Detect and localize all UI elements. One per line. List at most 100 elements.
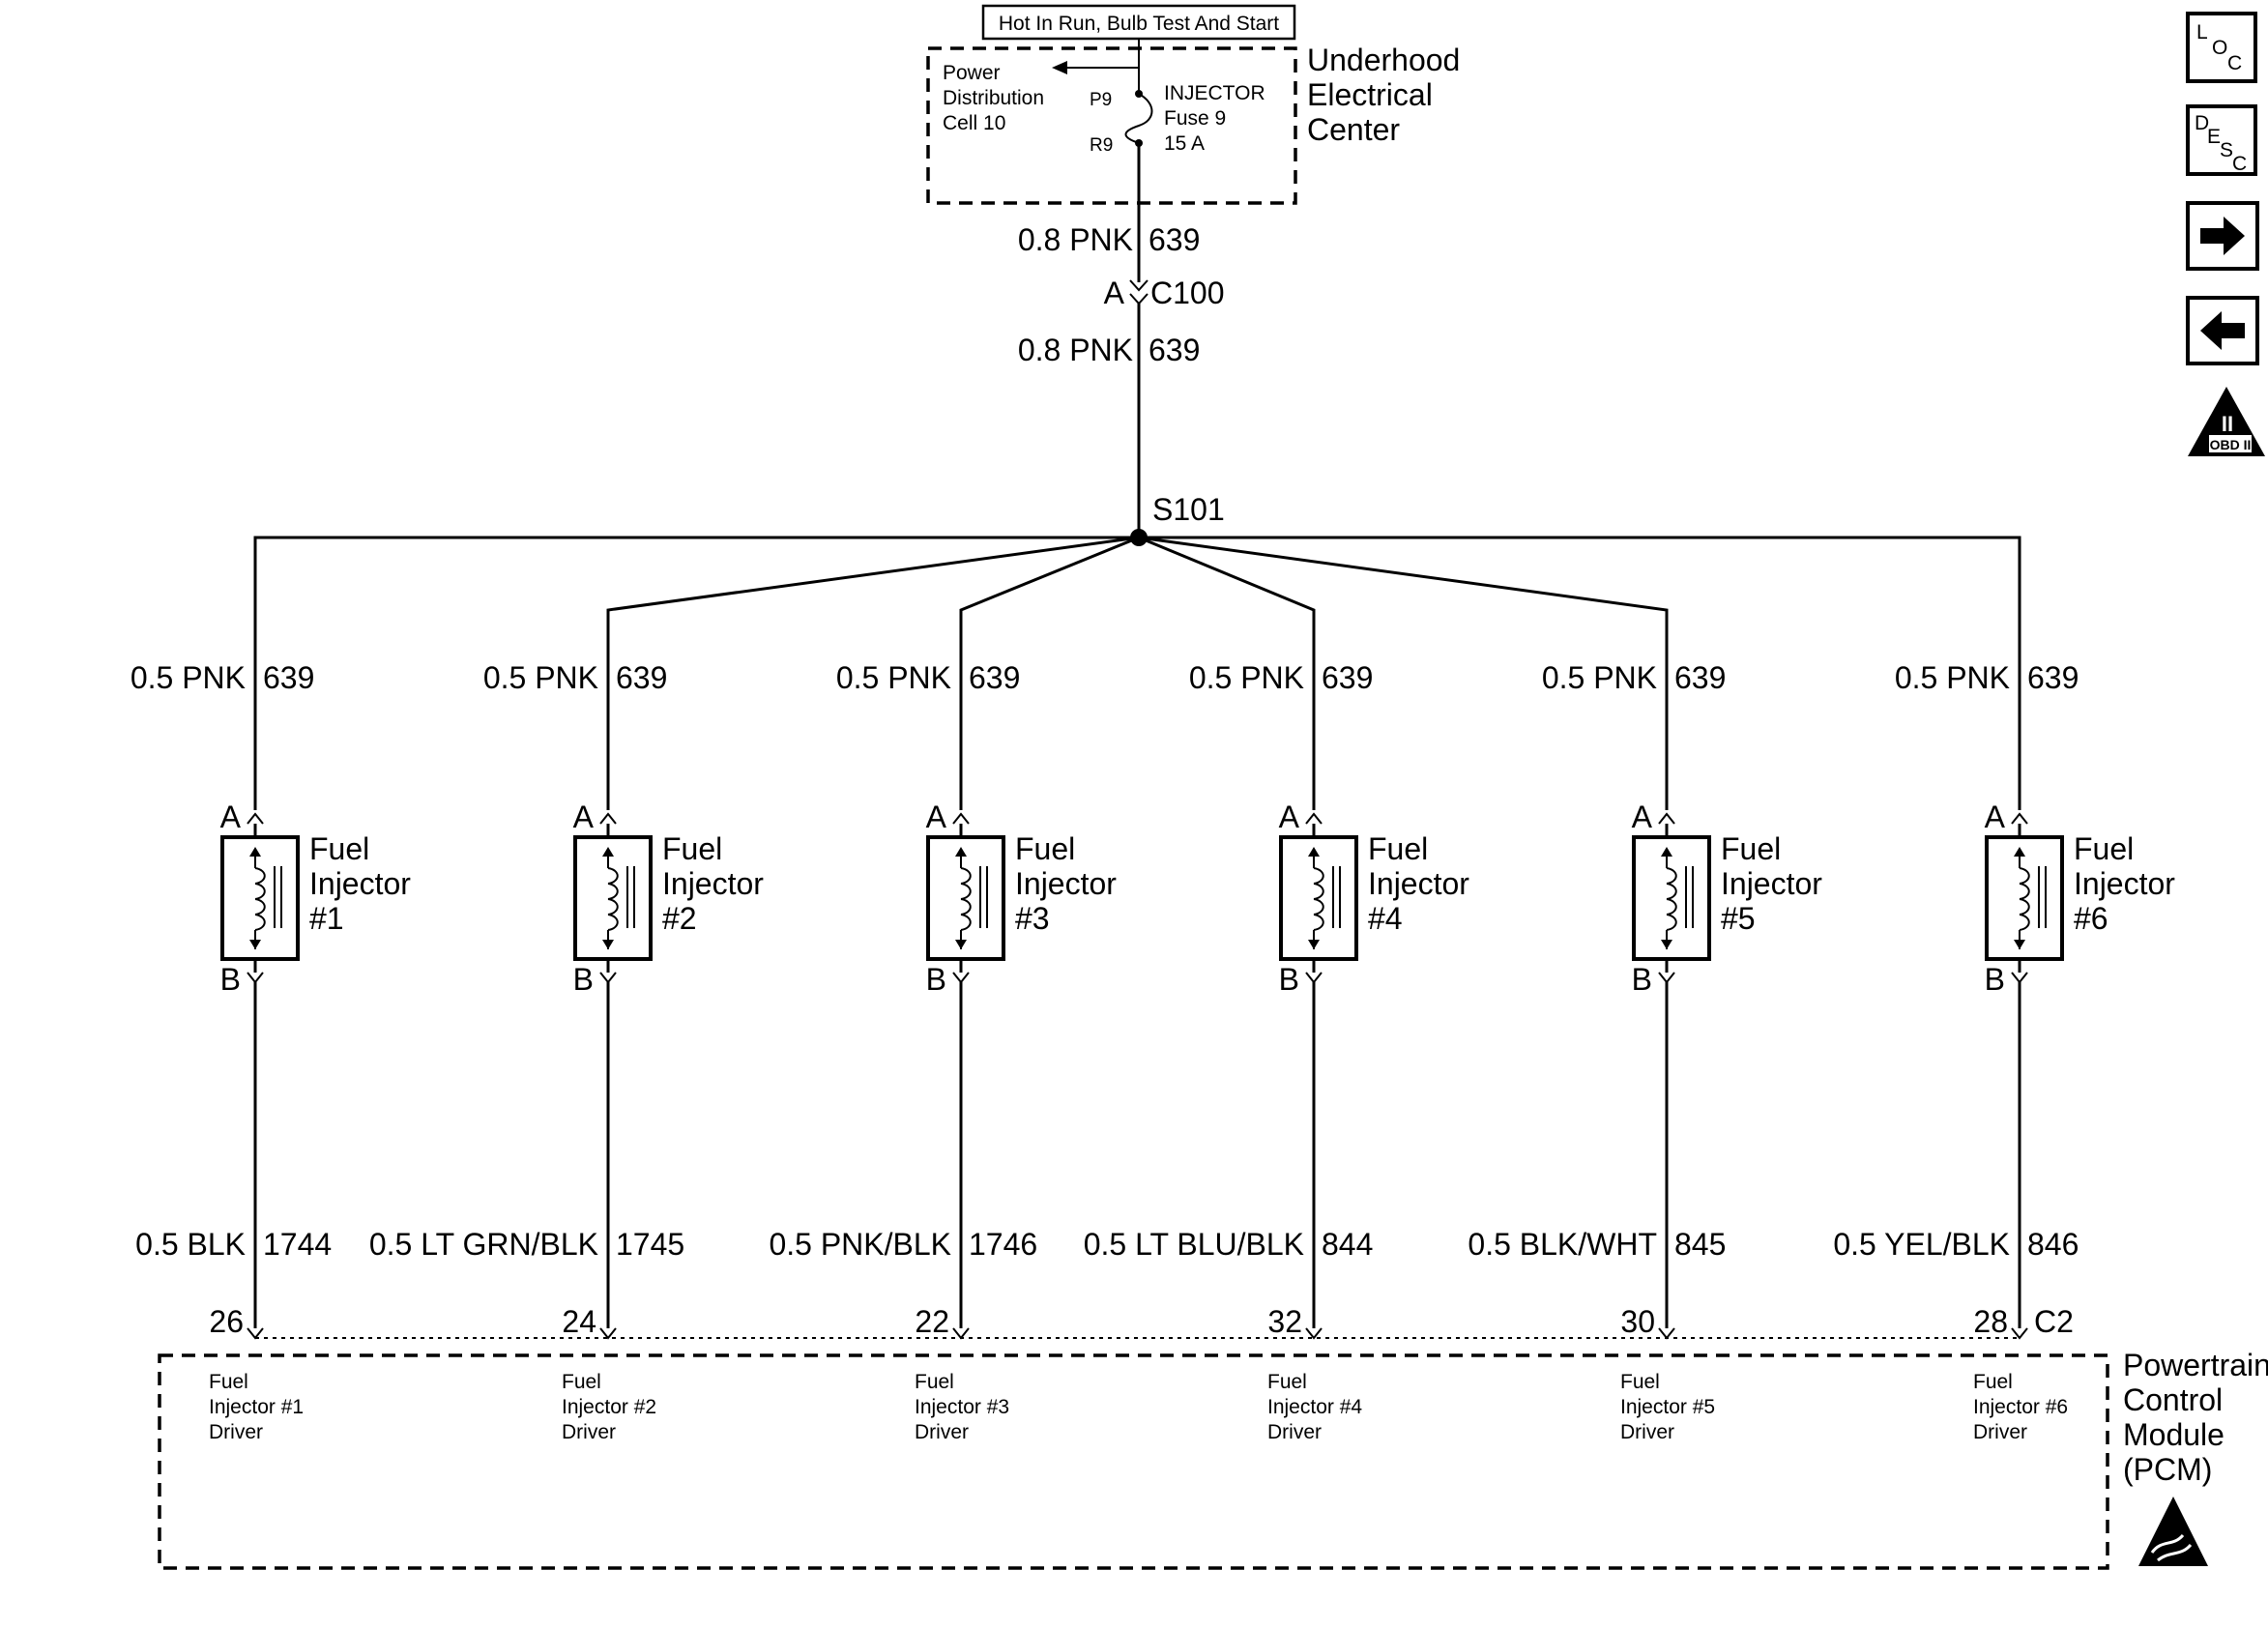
injector-2-title-line-2: Injector: [662, 866, 764, 901]
injector-2-title-line-1: Fuel: [662, 831, 722, 866]
injector-1-connector-a-icon: [247, 812, 264, 825]
description-button[interactable]: D E S C: [2186, 104, 2257, 176]
distribution-line-3: Cell 10: [943, 112, 1005, 134]
injector-6-supply-circuit: 639: [2027, 660, 2079, 695]
distribution-line-1: Power: [943, 62, 1001, 84]
underhood-title-line-3: Center: [1307, 112, 1400, 147]
injector-4-connector-b-icon: [1305, 972, 1323, 984]
description-letter-c: C: [2232, 153, 2247, 175]
injector-5-coil-icon: [1666, 849, 1677, 949]
c100-connector-label: C100: [1150, 276, 1225, 310]
feed-wire-upper-circuit: 639: [1149, 222, 1200, 257]
injector-1-core-icon: [274, 866, 282, 928]
injector-4-supply-circuit: 639: [1322, 660, 1373, 695]
injector-6-driver-line-2: Injector #6: [1973, 1396, 2068, 1418]
feed-wire-lower-circuit: 639: [1149, 333, 1200, 367]
injector-6-driver-circuit: 846: [2027, 1227, 2079, 1262]
feed-circuit: 0.8 PNK 639 A C100 0.8 PNK 639 S101: [1018, 143, 1225, 546]
obd-ii-button[interactable]: II OBD II: [2188, 387, 2265, 456]
injector-5-supply-circuit: 639: [1674, 660, 1726, 695]
injector-5-driver-line-1: Fuel: [1620, 1371, 1660, 1393]
injector-4-core-icon: [1332, 866, 1341, 928]
location-letter-l: L: [2196, 21, 2208, 44]
injector-2-pcm-connector-icon: [599, 1327, 617, 1340]
underhood-title-line-1: Underhood: [1307, 43, 1460, 77]
injector-1-supply-wire: [253, 536, 1139, 810]
injector-5-driver-circuit: 845: [1674, 1227, 1726, 1262]
fuse-icon: [1124, 39, 1153, 144]
injector-3-pcm-connector-icon: [952, 1327, 970, 1340]
injector-2-number: #2: [662, 901, 697, 936]
injector-4-supply-wire-color: 0.5 PNK: [1189, 660, 1304, 695]
injector-3-supply-wire-color: 0.5 PNK: [836, 660, 951, 695]
injector-6-title-line-2: Injector: [2074, 866, 2175, 901]
next-page-button[interactable]: [2186, 201, 2259, 271]
injector-6-driver-wire-color: 0.5 YEL/BLK: [1833, 1227, 2010, 1262]
splice-label: S101: [1152, 492, 1225, 527]
injector-4-title-line-2: Injector: [1368, 866, 1469, 901]
injector-3-number: #3: [1015, 901, 1050, 936]
injector-4-driver-wire-color: 0.5 LT BLU/BLK: [1084, 1227, 1304, 1262]
esd-warning-icon: [2138, 1497, 2208, 1566]
distribution-line-2: Distribution: [943, 87, 1044, 109]
pcm-box: [158, 1353, 2109, 1570]
location-letter-o: O: [2212, 37, 2227, 59]
obd-label: OBD II: [2210, 437, 2252, 452]
injector-1-pin-b: B: [220, 962, 241, 997]
power-source: Hot In Run, Bulb Test And Start Underhoo…: [926, 4, 1460, 205]
injector-5-supply-wire-color: 0.5 PNK: [1542, 660, 1657, 695]
injector-5-supply-wire: [1138, 536, 1669, 810]
description-letter-e: E: [2207, 126, 2221, 148]
injector-5-driver-line-3: Driver: [1620, 1421, 1674, 1443]
pcm-title-line-2: Control: [2123, 1382, 2223, 1417]
pcm-module: C2 Powertrain Control Module (PCM): [158, 1304, 2268, 1570]
injector-1-driver-line-3: Driver: [209, 1421, 263, 1443]
injector-1-driver-wire-color: 0.5 BLK: [135, 1227, 246, 1262]
injector-6-coil-icon: [2019, 849, 2030, 949]
injector-3-driver-circuit: 1746: [969, 1227, 1037, 1262]
injector-5-connector-b-icon: [1658, 972, 1675, 984]
injector-6-supply-wire: [1139, 536, 2021, 810]
injector-3-driver-line-1: Fuel: [915, 1371, 954, 1393]
injector-1-coil-icon: [254, 849, 266, 949]
injector-2-pcm-pin: 24: [562, 1304, 596, 1339]
injector-4-number: #4: [1368, 901, 1403, 936]
injector-3-connector-a-icon: [952, 812, 970, 825]
injector-6-driver-line-3: Driver: [1973, 1421, 2027, 1443]
injector-3-pcm-pin: 22: [915, 1304, 949, 1339]
injector-5-number: #5: [1721, 901, 1756, 936]
injector-2-driver-wire-color: 0.5 LT GRN/BLK: [369, 1227, 598, 1262]
injector-4-title-line-1: Fuel: [1368, 831, 1428, 866]
fuse-pin-p9: P9: [1090, 90, 1112, 110]
injector-3-coil-icon: [960, 849, 972, 949]
pcm-title-line-1: Powertrain: [2123, 1348, 2268, 1382]
pcm-title-line-3: Module: [2123, 1417, 2224, 1452]
injector-4-supply-wire: [1138, 536, 1316, 810]
description-letter-s: S: [2220, 139, 2233, 161]
injector-6-pin-b: B: [1985, 962, 2005, 997]
injector-3-driver-line-3: Driver: [915, 1421, 969, 1443]
injector-3-driver-wire-color: 0.5 PNK/BLK: [769, 1227, 951, 1262]
location-button[interactable]: L O C: [2186, 12, 2257, 83]
injector-3-supply-wire: [959, 536, 1140, 810]
injector-6-pin-a: A: [1985, 799, 2006, 834]
underhood-title-line-2: Electrical: [1307, 77, 1433, 112]
injector-4-pin-b: B: [1279, 962, 1299, 997]
injector-6-supply-wire-color: 0.5 PNK: [1895, 660, 2010, 695]
injector-2-connector-a-icon: [599, 812, 617, 825]
fuse-pin-r9: R9: [1090, 135, 1113, 156]
injector-5-title-line-2: Injector: [1721, 866, 1822, 901]
injector-6-number: #6: [2074, 901, 2108, 936]
arrow-right-icon: [2200, 217, 2245, 255]
fuse-number: Fuse 9: [1164, 107, 1226, 130]
previous-page-button[interactable]: [2186, 296, 2259, 365]
c100-connector-icon: [1129, 279, 1149, 305]
injector-6-connector-a-icon: [2011, 812, 2028, 825]
injector-5-pin-b: B: [1632, 962, 1652, 997]
injector-1-pin-a: A: [220, 799, 242, 834]
injector-1-supply-wire-color: 0.5 PNK: [131, 660, 246, 695]
